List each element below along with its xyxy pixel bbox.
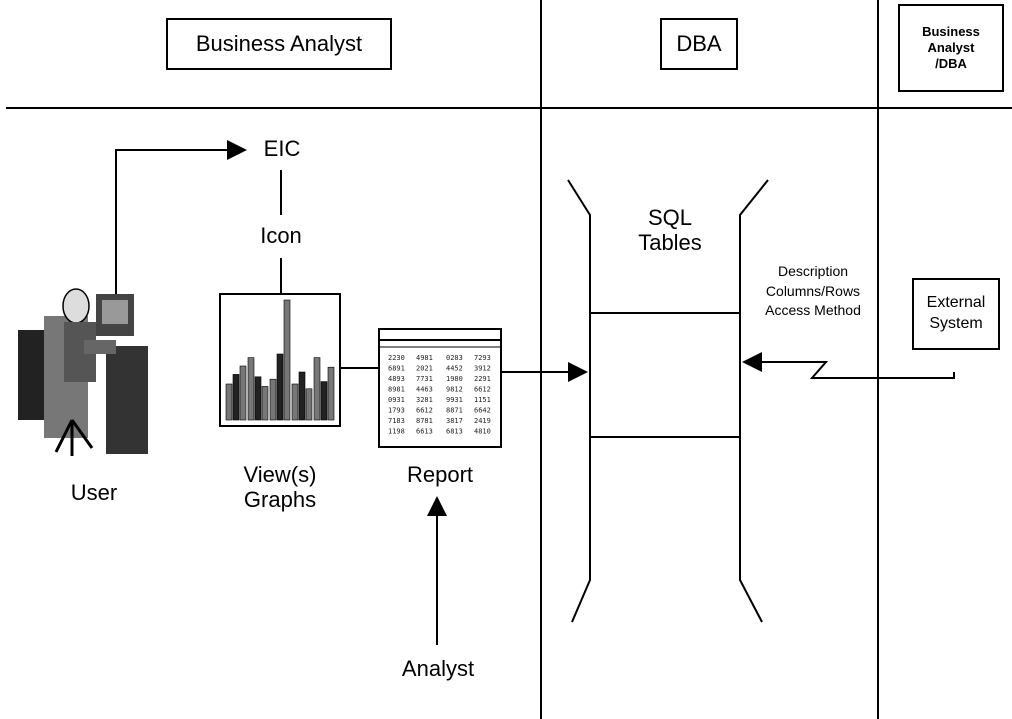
- lane-header-dba: DBA: [660, 18, 738, 70]
- graph-bar: [298, 371, 306, 421]
- report-cell: 4463: [416, 386, 433, 394]
- external-to-sql-arrow: [742, 352, 955, 379]
- graph-bar: [269, 378, 277, 421]
- report-cell: 3912: [474, 365, 491, 373]
- report-cell: 9931: [446, 396, 463, 404]
- description-line-2: Columns/Rows: [765, 282, 861, 299]
- report-cell: 9812: [446, 386, 463, 394]
- report-cell: 8981: [388, 386, 405, 394]
- user-figure: [18, 288, 148, 456]
- report-cell: 1151: [474, 396, 491, 404]
- user-chair-leg-1: [54, 419, 74, 453]
- user-to-eic-arrow: [115, 140, 247, 300]
- report-cell: 6612: [474, 386, 491, 394]
- system-label: System: [929, 315, 983, 332]
- sql-table-right-bracket: [739, 179, 769, 623]
- lane-header-business-analyst: Business Analyst: [166, 18, 392, 70]
- eic-label: EIC: [263, 136, 301, 161]
- report-cell: 2419: [474, 417, 491, 425]
- graph-bar: [327, 366, 335, 421]
- graph-bar: [276, 353, 284, 421]
- sql-table-left-bracket: [567, 179, 591, 623]
- report-label: Report: [406, 462, 474, 487]
- report-cell: 7731: [416, 375, 433, 383]
- report-cell: 2021: [416, 365, 433, 373]
- report-cell: 1198: [388, 428, 405, 436]
- report-cell: 0283: [446, 354, 463, 362]
- report-cell: 6613: [416, 428, 433, 436]
- graph-bar: [232, 374, 240, 421]
- report-cells: 2230 4981 0283 7293 6891 2021 4452 3912 4893 7731…: [388, 354, 491, 436]
- lane-header-business-analyst-label: Business Analyst: [195, 31, 363, 56]
- graph-bar: [313, 357, 321, 421]
- report-cell: 6813: [446, 428, 463, 436]
- report-cell: 2230: [388, 354, 405, 362]
- analyst-label: Analyst: [401, 656, 475, 681]
- external-label: External: [926, 294, 986, 312]
- graph-bars: [225, 299, 335, 421]
- user-desk-right: [106, 346, 148, 454]
- report-cell: 6642: [474, 407, 491, 415]
- report-cell: 3281: [416, 396, 433, 404]
- report-cell: 1793: [388, 407, 405, 415]
- description-line-3: Access Method: [765, 302, 861, 319]
- report-cell: 4810: [474, 428, 491, 436]
- icon-label: Icon: [260, 223, 302, 248]
- graph-bar: [305, 388, 313, 421]
- report-cell: 1980: [446, 375, 463, 383]
- report-frame: [378, 328, 502, 448]
- lane-header-ba-dba-line-1: Business: [922, 23, 980, 39]
- report-cell: 7183: [388, 417, 405, 425]
- user-chair-leg-3: [70, 419, 94, 449]
- lane-header-ba-dba-line-2: Analyst: [927, 39, 975, 55]
- sql-tables-label: SQL Tables: [610, 205, 730, 256]
- user-screen: [102, 300, 128, 324]
- graph-bar: [320, 381, 328, 421]
- graph-bar: [291, 383, 299, 421]
- user-label: User: [70, 480, 118, 505]
- lane-header-business-analyst-dba: Business Analyst /DBA: [898, 4, 1004, 92]
- report-cell: 4981: [416, 354, 433, 362]
- sql-label: SQL: [647, 205, 693, 230]
- graph-bar: [283, 299, 291, 421]
- description-label: Description Columns/Rows Access Method: [750, 262, 876, 321]
- views-label: View(s): [243, 462, 317, 487]
- report-cell: 2291: [474, 375, 491, 383]
- report-cell: 6891: [388, 365, 405, 373]
- report-cell: 8871: [446, 407, 463, 415]
- report-cell: 3817: [446, 417, 463, 425]
- graph-bar: [261, 386, 269, 421]
- views-graphs-label: View(s) Graphs: [220, 462, 340, 513]
- graph-bar: [239, 365, 247, 421]
- user-keyboard: [84, 340, 116, 354]
- tables-label: Tables: [638, 230, 702, 256]
- graph-bar: [247, 357, 255, 421]
- report-cell: 8781: [416, 417, 433, 425]
- report-cell: 7293: [474, 354, 491, 362]
- lane-header-ba-dba-line-3: /DBA: [935, 56, 967, 72]
- lane-header-dba-label: DBA: [676, 31, 722, 56]
- graph-bar: [254, 376, 262, 421]
- user-head: [62, 288, 90, 324]
- external-system-box: External System: [912, 278, 1000, 350]
- graphs-label: Graphs: [243, 487, 317, 513]
- description-line-1: Description: [777, 263, 849, 279]
- report-cell: 4893: [388, 375, 405, 383]
- report-cell: 6612: [416, 407, 433, 415]
- report-cell: 0931: [388, 396, 405, 404]
- graph-bar: [225, 383, 233, 421]
- report-cell: 4452: [446, 365, 463, 373]
